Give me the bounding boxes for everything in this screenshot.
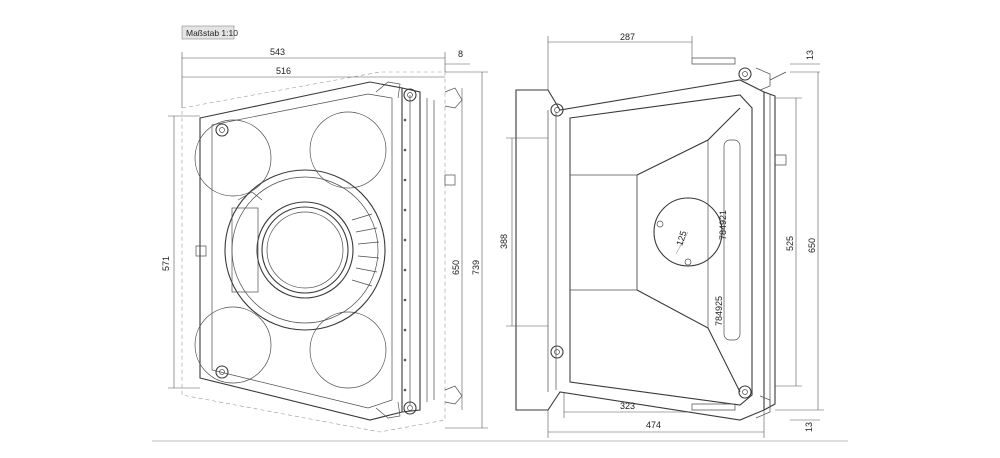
right-view: 125 784921 784925 287 13 388 525 [499,32,824,438]
part-number-1: 784921 [718,210,728,240]
right-dimensions: 287 13 388 525 650 323 [499,32,824,438]
dim-739: 739 [471,260,481,275]
dim-650-right: 650 [807,238,817,253]
scale-label: Maßstab 1:10 [181,25,238,40]
dim-323: 323 [620,401,635,411]
flue-collar [224,169,386,331]
rivets-right [403,118,407,392]
left-view: 543 8 516 571 650 739 [161,47,488,433]
corner-circle-bottom-right [309,311,387,389]
corner-bolts-right [550,67,752,399]
dim-571: 571 [161,256,171,271]
dim-474: 474 [646,420,661,430]
angle-label: 125 [674,230,688,247]
corner-circle-top-right [309,111,387,189]
part-number-2: 784925 [714,296,724,326]
dim-8: 8 [458,49,463,59]
corner-circle-top-left [194,119,272,197]
dim-525: 525 [785,236,795,251]
flue-circle [653,197,723,267]
corner-circle-bottom-left [194,306,272,384]
dim-388: 388 [499,234,509,249]
left-dimensions: 543 8 516 571 650 739 [161,47,488,429]
corner-bolts-left [215,88,417,415]
dim-543: 543 [270,47,285,57]
scale-text: Maßstab 1:10 [186,28,238,38]
dim-287: 287 [620,32,635,42]
dim-516: 516 [276,66,291,76]
dim-650-left: 650 [451,260,461,275]
dim-13-top: 13 [805,50,815,60]
dim-13-bottom: 13 [804,422,814,432]
